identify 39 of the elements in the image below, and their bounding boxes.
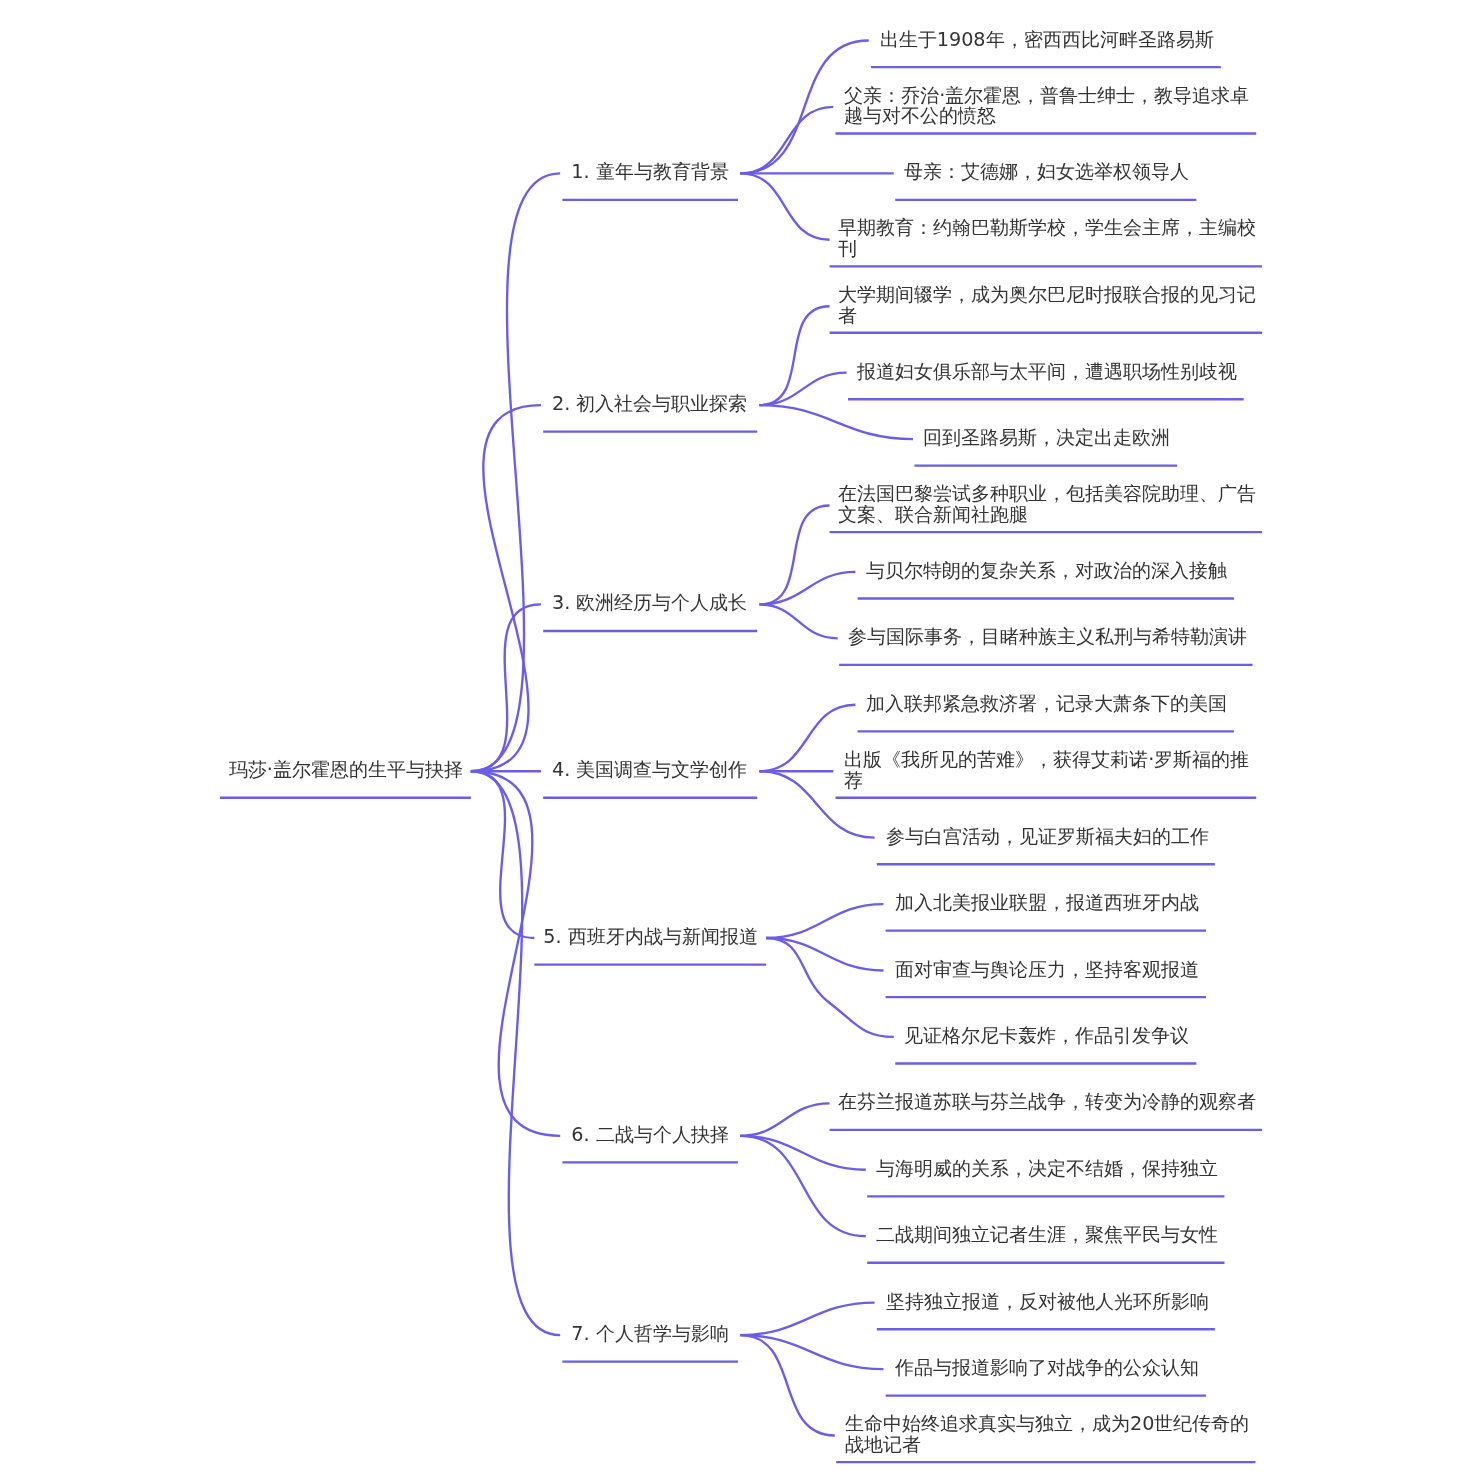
node-text: 面对审查与舆论压力，坚持客观报道	[894, 957, 1199, 981]
node-text: 加入联邦紧急救济署，记录大萧条下的美国	[866, 691, 1228, 715]
node-text: 报道妇女俱乐部与太平间，遭遇职场性别歧视	[856, 359, 1237, 383]
node-text: 5. 西班牙内战与新闻报道	[543, 925, 758, 949]
node-text: 大学期间辍学，成为奥尔巴尼时报联合报的见习记者	[838, 282, 1257, 327]
connector	[759, 603, 838, 640]
connector	[759, 770, 875, 839]
node-text: 1. 童年与教育背景	[571, 160, 729, 184]
node-text: 参与国际事务，目睹种族主义私刑与希特勒演讲	[848, 625, 1248, 649]
node-text: 3. 欧洲经历与个人成长	[552, 591, 748, 615]
node-text: 作品与报道影响了对战争的公众认知	[894, 1356, 1199, 1380]
node-text: 加入北美报业联盟，报道西班牙内战	[894, 891, 1199, 915]
node-text: 二战期间独立记者生涯，聚焦平民与女性	[876, 1223, 1219, 1247]
node-text: 回到圣路易斯，决定出走欧洲	[923, 426, 1171, 450]
node-text: 玛莎·盖尔霍恩的生平与抉择	[228, 758, 463, 782]
node-text: 6. 二战与个人抉择	[571, 1122, 729, 1146]
node-text: 坚持独立报道，反对被他人光环所影响	[885, 1289, 1209, 1313]
node-text: 4. 美国调查与文学创作	[552, 758, 748, 782]
node-text: 与贝尔特朗的复杂关系，对政治的深入接触	[866, 558, 1228, 582]
node-text: 在法国巴黎尝试多种职业，包括美容院助理、广告文案、联合新闻社跑腿	[838, 482, 1257, 526]
node-text: 父亲：乔治·盖尔霍恩，普鲁士绅士，教导追求卓越与对不公的愤怒	[844, 83, 1250, 128]
node-text: 生命中始终追求真实与独立，成为20世纪传奇的战地记者	[845, 1412, 1250, 1456]
node-text: 出版《我所见的苦难》，获得艾莉诺·罗斯福的推荐	[844, 747, 1250, 792]
connector	[740, 1102, 830, 1137]
node-text: 与海明威的关系，决定不结婚，保持独立	[876, 1156, 1219, 1180]
connector	[470, 770, 561, 1337]
node-text: 参与白宫活动，见证罗斯福夫妇的工作	[885, 824, 1209, 848]
node-text: 见证格尔尼卡轰炸，作品引发争议	[904, 1023, 1190, 1047]
node-text: 7. 个人哲学与影响	[571, 1322, 729, 1346]
connector	[740, 1333, 835, 1437]
node-text: 2. 初入社会与职业探索	[552, 392, 748, 416]
node-text: 母亲：艾德娜，妇女选举权领导人	[904, 160, 1190, 184]
node-text: 出生于1908年，密西西比河畔圣路易斯	[879, 27, 1214, 51]
connector	[740, 172, 830, 241]
connector	[759, 403, 914, 441]
connector	[766, 936, 894, 1039]
node-text: 在芬兰报道苏联与芬兰战争，转变为冷静的观察者	[838, 1090, 1257, 1114]
node-text: 早期教育：约翰巴勒斯学校，学生会主席，主编校刊	[838, 216, 1257, 261]
connector	[740, 1134, 866, 1238]
